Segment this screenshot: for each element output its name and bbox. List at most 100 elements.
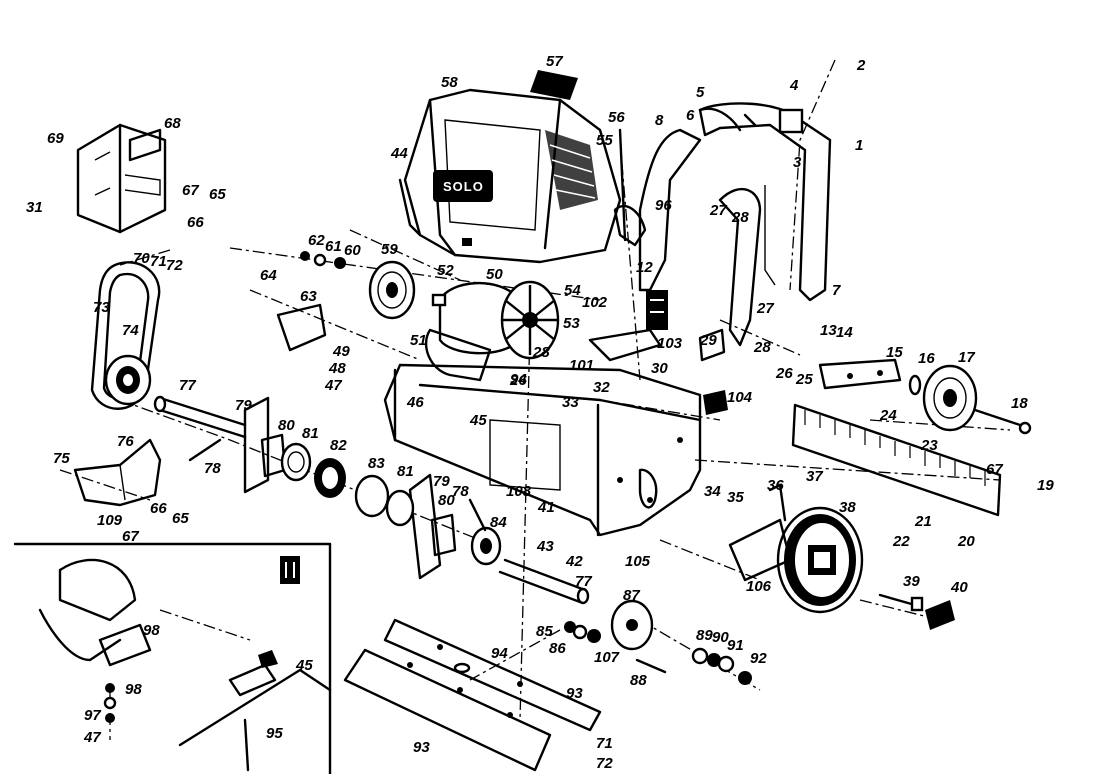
label-56: 56: [608, 109, 625, 126]
label-22: 22: [892, 533, 910, 550]
label-23: 23: [920, 437, 938, 454]
rake-board: [343, 618, 602, 772]
label-98: 98: [143, 622, 160, 639]
label-72: 72: [166, 257, 183, 274]
label-72b: 72: [596, 755, 613, 772]
label-50: 50: [486, 266, 503, 283]
label-92: 92: [750, 650, 767, 667]
label-17: 17: [958, 349, 975, 366]
main-deck: [383, 363, 702, 537]
label-51: 51: [410, 332, 427, 349]
front-roller-shaft: [153, 395, 247, 439]
warning-label-plate: [530, 70, 578, 100]
label-36: 36: [767, 477, 784, 494]
label-40: 40: [950, 579, 968, 596]
label-93b: 93: [413, 739, 430, 756]
label-70: 70: [133, 250, 150, 267]
brand-plate: [433, 170, 493, 202]
motor-cover: [398, 88, 622, 264]
label-103: 103: [657, 335, 683, 352]
label-34: 34: [704, 483, 721, 500]
label-91: 91: [727, 637, 744, 654]
label-94c: 94: [510, 371, 527, 388]
label-84: 84: [490, 514, 507, 531]
label-32: 32: [593, 379, 610, 396]
label-98b: 98: [125, 681, 142, 698]
label-52: 52: [437, 262, 454, 279]
label-8: 8: [655, 112, 664, 129]
label-30: 30: [651, 360, 668, 377]
label-88: 88: [630, 672, 647, 689]
label-65: 65: [209, 186, 226, 203]
brand-text: SOLO: [443, 179, 484, 194]
flange-hub: [564, 599, 752, 685]
label-14: 14: [836, 324, 853, 341]
label-66: 66: [187, 214, 204, 231]
label-37: 37: [806, 468, 823, 485]
label-63: 63: [300, 288, 317, 305]
label-64: 64: [260, 267, 277, 284]
label-66b: 66: [150, 500, 167, 517]
label-71b: 71: [596, 735, 613, 752]
label-102: 102: [582, 294, 608, 311]
label-68: 68: [164, 115, 181, 132]
label-27b: 27: [756, 300, 774, 317]
label-43: 43: [536, 538, 554, 555]
handle-assembly: [638, 102, 832, 347]
label-45: 45: [469, 412, 487, 429]
label-105: 105: [625, 553, 651, 570]
label-89: 89: [696, 627, 713, 644]
label-3: 3: [793, 154, 802, 171]
label-71: 71: [150, 253, 167, 270]
label-58: 58: [441, 74, 458, 91]
label-1: 1: [855, 137, 863, 154]
washer-set-60-62: [300, 251, 346, 269]
cover-plate: [276, 303, 327, 352]
label-25: 25: [795, 371, 813, 388]
label-39: 39: [903, 573, 920, 590]
shaft-pin: [188, 438, 487, 532]
label-28: 28: [731, 209, 749, 226]
label-87: 87: [623, 587, 640, 604]
label-38: 38: [839, 499, 856, 516]
label-60: 60: [344, 242, 361, 259]
motor: [424, 280, 560, 382]
rear-wheel: [908, 364, 1032, 435]
label-101: 101: [569, 357, 594, 374]
label-67c: 67: [122, 528, 139, 545]
label-78: 78: [204, 460, 221, 477]
label-4: 4: [789, 77, 799, 94]
label-59: 59: [381, 241, 398, 258]
label-109: 109: [97, 512, 123, 529]
housing-bracket: [76, 123, 167, 234]
label-29: 29: [699, 332, 717, 349]
label-27: 27: [709, 202, 727, 219]
label-79: 79: [235, 397, 252, 414]
label-49: 49: [332, 343, 350, 360]
label-80b: 80: [438, 492, 455, 509]
front-wheel: [728, 483, 864, 614]
lever-bracket: [588, 290, 728, 415]
label-73: 73: [93, 299, 110, 316]
label-45b: 45: [295, 657, 313, 674]
label-6: 6: [686, 107, 695, 124]
label-2: 2: [856, 57, 866, 74]
label-53: 53: [563, 315, 580, 332]
label-47b: 47: [83, 729, 101, 746]
label-96: 96: [655, 197, 672, 214]
label-78b: 78: [452, 483, 469, 500]
control-rod: [613, 128, 647, 247]
label-81: 81: [302, 425, 319, 442]
side-plate-79: [243, 396, 442, 580]
label-65b: 65: [172, 510, 189, 527]
detail-inset: [13, 542, 332, 776]
label-69: 69: [47, 130, 64, 147]
label-77b: 77: [575, 573, 592, 590]
label-85: 85: [536, 623, 553, 640]
label-95: 95: [266, 725, 283, 742]
label-90: 90: [712, 629, 729, 646]
label-47: 47: [324, 377, 342, 394]
label-19: 19: [1037, 477, 1054, 494]
label-86: 86: [549, 640, 566, 657]
